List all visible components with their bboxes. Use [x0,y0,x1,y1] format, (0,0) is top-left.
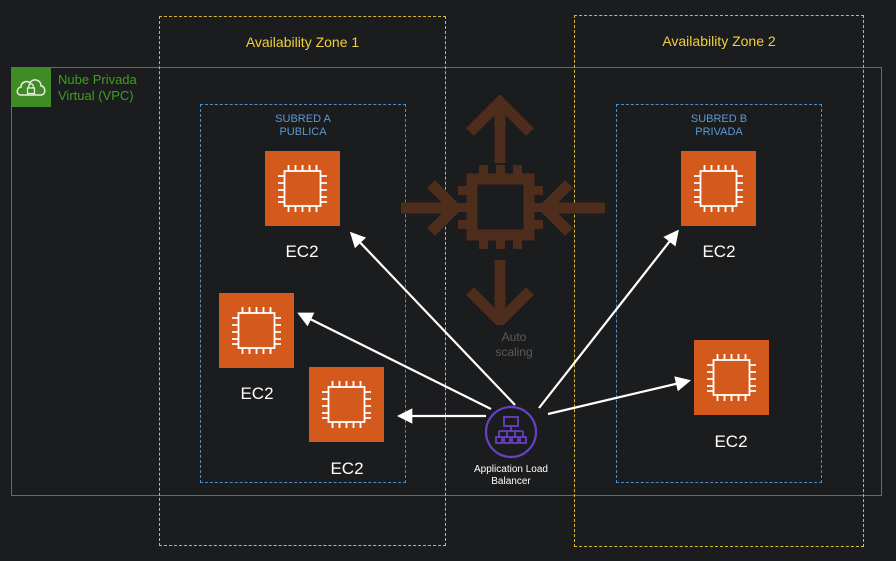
arrow-alb-to-ec2-b2 [547,376,691,416]
ec2-a1-label: EC2 [285,242,319,261]
load-balancer-label-line1: Application Load [474,464,548,475]
load-balancer-label-line2: Balancer [491,476,531,487]
ec2-instance-a3[interactable] [309,367,384,442]
cloud-lock-icon [16,79,46,96]
availability-zone-2: Availability Zone 2 [574,15,864,547]
subnet-a-public: SUBRED A PUBLICA [200,104,406,483]
subnet-b-label: SUBRED B PRIVADA [617,113,821,139]
subnet-b-label-line2: PRIVADA [695,126,743,138]
arrow-alb-to-ec2-a1 [349,231,516,406]
ec2-b1-label: EC2 [702,242,736,261]
auto-scaling-label-line2: scaling [495,345,533,359]
ec2-instance-a2[interactable] [219,293,294,368]
subnet-a-label-line2: PUBLICA [279,126,327,138]
vpc-label-line1: Nube Privada [58,72,137,87]
vpc-badge [11,67,51,107]
auto-scaling-label-line1: Auto [501,330,527,344]
ec2-a2-label: EC2 [240,384,274,403]
subnet-b-label-line1: SUBRED B [690,113,748,125]
arrow-alb-to-ec2-a2 [297,312,492,410]
availability-zone-1-label: Availability Zone 1 [245,34,360,50]
ec2-b2-label: EC2 [714,432,748,451]
load-balancer-label: Application Load Balancer [451,464,571,488]
vpc-label: Nube Privada Virtual (VPC) [58,72,137,104]
auto-scaling-label: Auto scaling [474,330,554,360]
load-balancer-icon[interactable] [484,405,538,459]
ec2-instance-b1[interactable] [681,151,756,226]
auto-scaling-icon [401,95,605,325]
ec2-instance-a1[interactable] [265,151,340,226]
arrow-alb-to-ec2-b1 [538,229,679,409]
vpc-boundary [11,67,882,496]
vpc-label-line2: Virtual (VPC) [58,88,134,103]
ec2-a3-label: EC2 [330,459,364,478]
availability-zone-2-label: Availability Zone 2 [662,33,776,49]
availability-zone-1: Availability Zone 1 [159,16,446,546]
subnet-a-label-line1: SUBRED A [275,113,331,125]
subnet-b-private: SUBRED B PRIVADA [616,104,822,483]
subnet-a-label: SUBRED A PUBLICA [201,113,405,139]
ec2-instance-b2[interactable] [694,340,769,415]
